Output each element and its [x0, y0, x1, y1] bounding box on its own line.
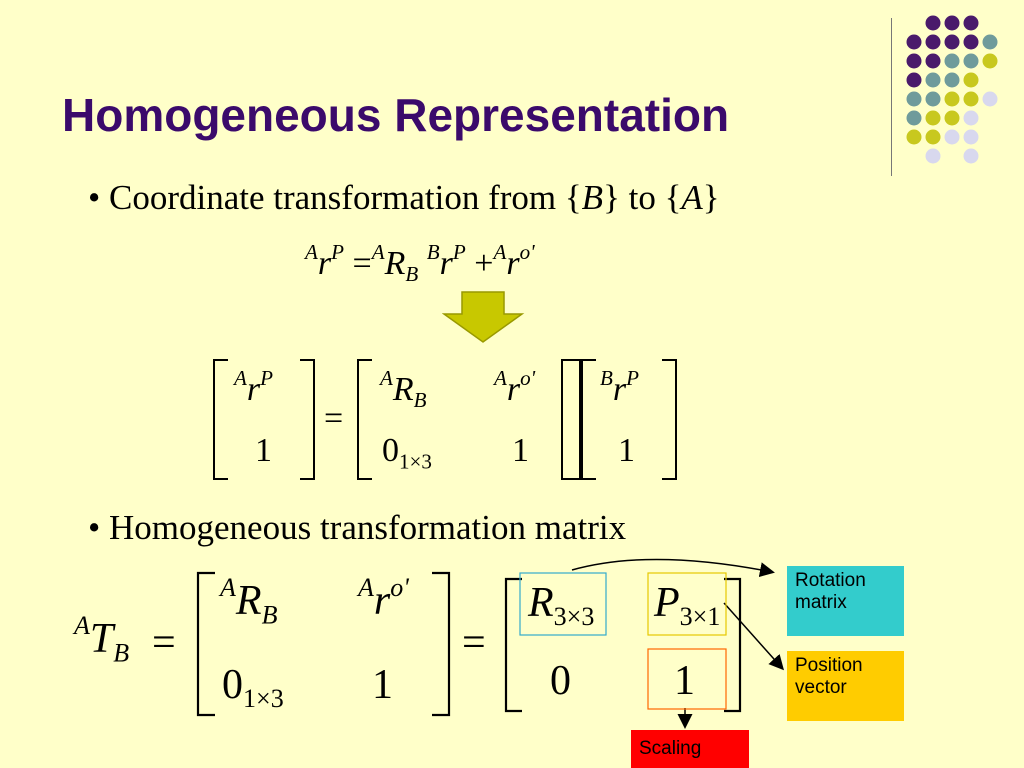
decorative-dot — [963, 15, 979, 31]
decorative-dot — [906, 34, 922, 50]
decorative-dot — [982, 91, 998, 107]
decorative-dot — [925, 15, 941, 31]
scaling-callout: Scaling — [631, 730, 749, 768]
bullet-coordinate-transformation: • Coordinate transformation from {B} to … — [88, 178, 720, 217]
decorative-dot — [963, 148, 979, 164]
decorative-dot — [963, 53, 979, 69]
decorative-dot — [944, 72, 960, 88]
decorative-dot — [906, 110, 922, 126]
decorative-dot — [963, 110, 979, 126]
rotation-matrix-callout: Rotation matrix — [787, 566, 904, 636]
decorative-dot — [944, 91, 960, 107]
decorative-dots-icon — [906, 15, 998, 164]
decorative-dot — [944, 129, 960, 145]
slide-title: Homogeneous Representation — [62, 89, 730, 141]
decorative-dot — [925, 34, 941, 50]
equation-transformation: ArP =ARB BrP +Aro' — [305, 240, 535, 287]
position-vector-callout: Position vector — [787, 651, 904, 721]
bullet-homogeneous-matrix: • Homogeneous transformation matrix — [88, 508, 627, 547]
decorative-dot — [925, 110, 941, 126]
decorative-dot — [963, 34, 979, 50]
decorative-dot — [906, 91, 922, 107]
decorative-dot — [944, 53, 960, 69]
decorative-dot — [906, 72, 922, 88]
decorative-dot — [944, 110, 960, 126]
decorative-dot — [925, 72, 941, 88]
matrix-equation-homogeneous: ArP 1 = ARB Aro' 01×3 1 BrP 1 — [200, 352, 690, 487]
matrix-equation-transform: ATB = ARB Aro' 01×3 1 = R3×3 0 P3×1 1 — [70, 565, 750, 725]
decorative-dot — [906, 53, 922, 69]
decorative-dot — [925, 129, 941, 145]
decorative-dot — [982, 53, 998, 69]
decorative-dot — [982, 34, 998, 50]
decorative-dot — [906, 129, 922, 145]
decorative-dot — [944, 15, 960, 31]
down-arrow-icon — [442, 291, 525, 343]
decorative-dot — [963, 72, 979, 88]
divider-line — [891, 18, 892, 176]
decorative-dot — [925, 91, 941, 107]
decorative-dot — [963, 129, 979, 145]
decorative-dot — [944, 34, 960, 50]
decorative-dot — [963, 91, 979, 107]
decorative-dot — [925, 148, 941, 164]
decorative-dot — [925, 53, 941, 69]
